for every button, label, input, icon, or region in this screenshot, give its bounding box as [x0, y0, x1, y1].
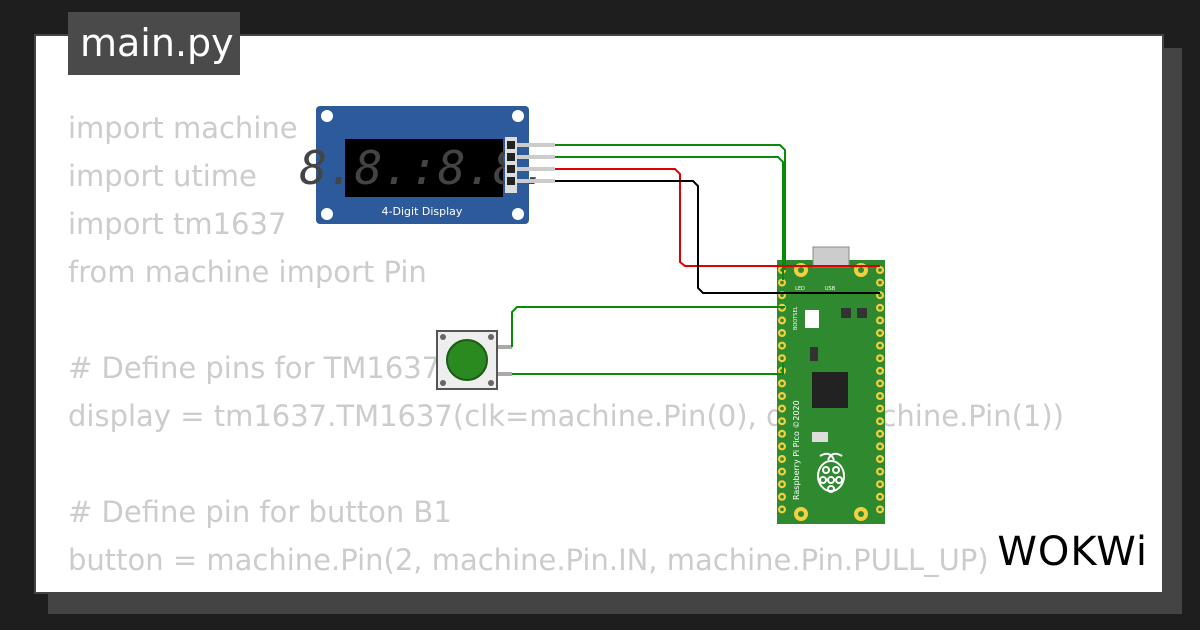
code-line: from machine import Pin	[68, 255, 427, 289]
code-line: import tm1637	[68, 207, 287, 241]
wokwi-logo: WOKWi	[997, 529, 1148, 575]
raspberry-pi-logo-icon	[817, 452, 845, 493]
display-screen	[345, 139, 503, 197]
wire-clk	[555, 144, 786, 270]
bootsel-button[interactable]	[805, 310, 819, 328]
pico-left-pins	[778, 266, 786, 514]
rp2040-chip	[812, 372, 848, 408]
wire-vcc	[555, 168, 880, 267]
code-line: import machine	[68, 111, 298, 145]
led-label: LED	[795, 286, 805, 292]
wire-button-2	[512, 363, 784, 375]
usb-label: USB	[825, 286, 836, 292]
wire-dio	[555, 156, 784, 280]
pico-right-pins	[876, 266, 884, 514]
code-background: import machine import utime import tm1637 f…	[68, 104, 1064, 584]
code-line: import utime	[68, 159, 257, 193]
bootsel-label: BOOTSEL	[793, 306, 799, 330]
pico-board-text: Raspberry Pi Pico ©2020	[792, 400, 801, 500]
code-line: display = tm1637.TM1637(clk=machine.Pin(…	[68, 399, 1064, 433]
tm1637-display-module[interactable]: 8.8.:8.8. 4-Digit Display	[299, 106, 555, 224]
wires	[511, 144, 880, 375]
usb-connector	[812, 246, 850, 268]
code-line: button = machine.Pin(2, machine.Pin.IN, …	[68, 543, 989, 577]
display-label: 4-Digit Display	[382, 205, 463, 218]
preview-card: import machine import utime import tm1637 f…	[34, 34, 1164, 594]
wire-gnd	[555, 180, 880, 294]
raspberry-pi-pico[interactable]: USB LED BOOTSEL Raspberry Pi Pico ©2020	[777, 246, 885, 524]
code-line: # Define pins for TM1637	[68, 351, 441, 385]
wire-button-1	[511, 306, 785, 347]
code-line: # Define pin for button B1	[68, 495, 452, 529]
button-cap[interactable]	[446, 339, 488, 381]
file-title: main.py	[68, 12, 240, 75]
pushbutton[interactable]	[436, 330, 512, 390]
